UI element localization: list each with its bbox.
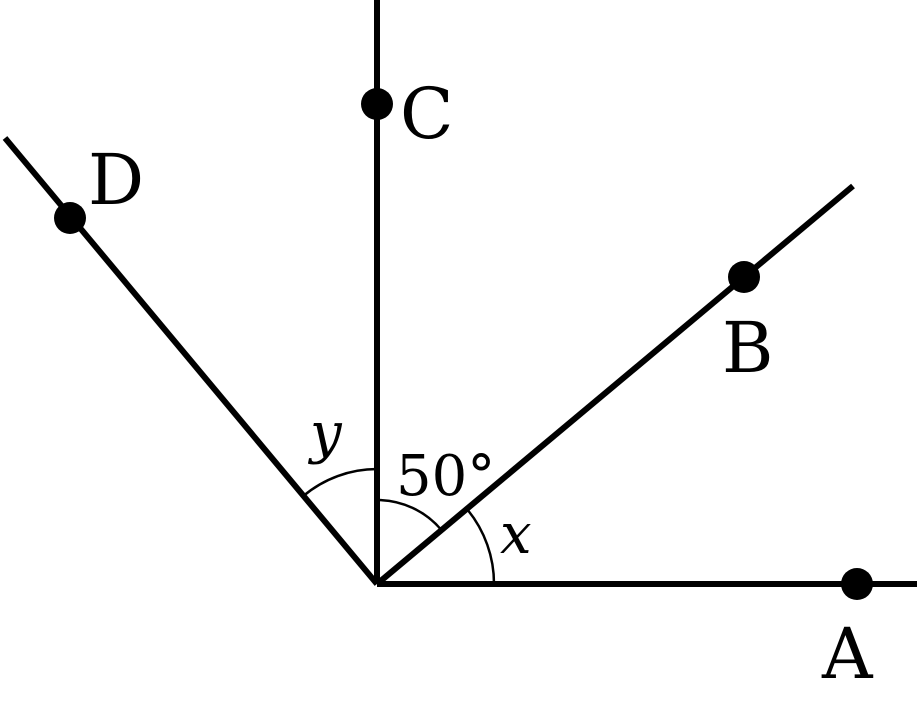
angle-arc-x <box>466 509 496 585</box>
point-c-dot <box>361 88 393 120</box>
angle-y-label: y <box>307 401 343 466</box>
point-c-label: C <box>400 73 454 155</box>
point-d-label: D <box>88 139 144 221</box>
angle-arc-y <box>302 467 378 497</box>
point-a-dot <box>841 568 873 600</box>
angle-x-label: x <box>500 502 532 567</box>
point-b-dot <box>728 261 760 293</box>
ray-d <box>2 136 380 586</box>
ray-b <box>375 183 855 587</box>
point-b-label: B <box>722 307 773 389</box>
angle-50-label: 50° <box>396 444 495 509</box>
point-d-dot <box>54 202 86 234</box>
angle-arc-50 <box>376 498 443 531</box>
point-a-label: A <box>821 613 874 695</box>
